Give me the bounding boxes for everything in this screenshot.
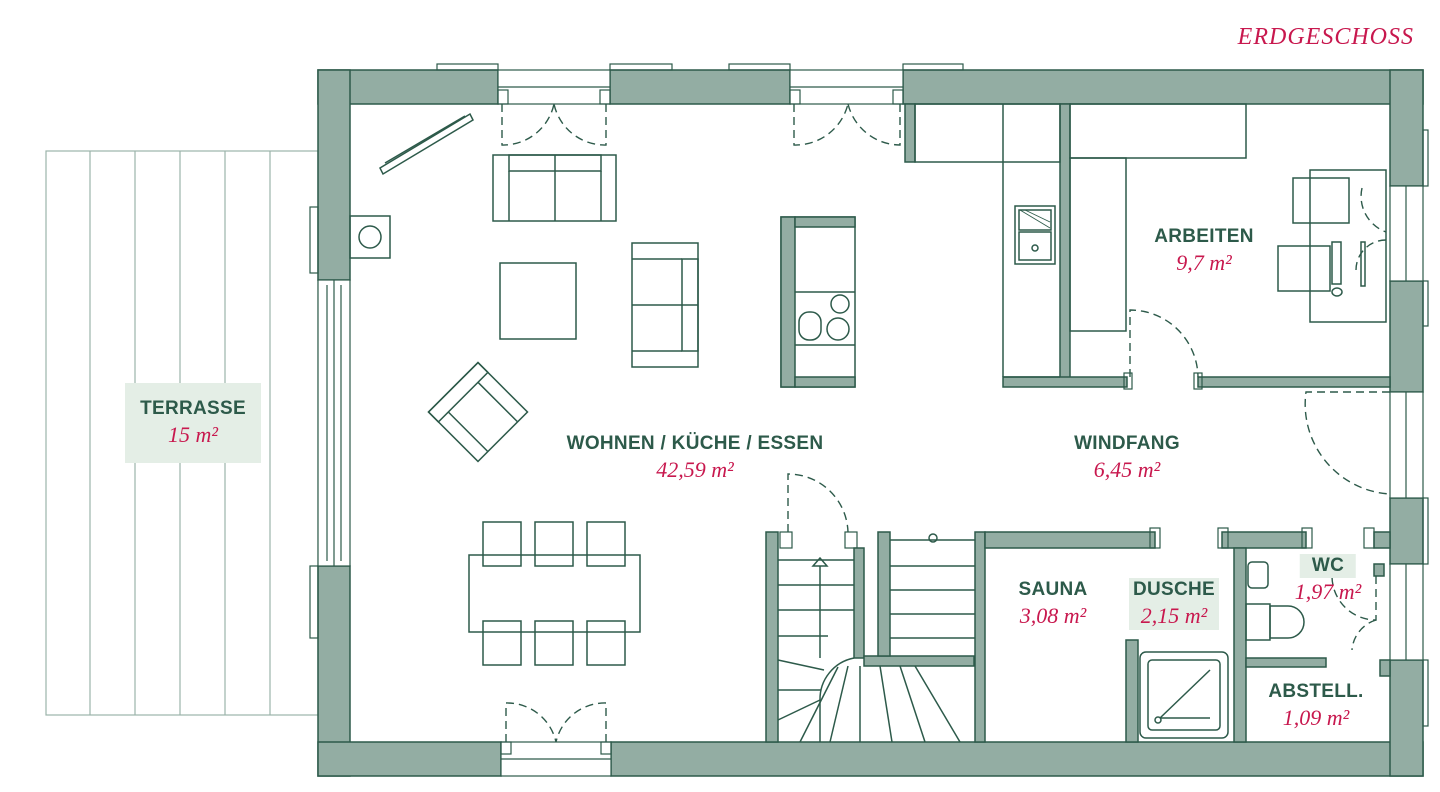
door-jambs: [497, 89, 1375, 755]
room-name: ARBEITEN: [1154, 226, 1254, 247]
room-name: SAUNA: [1018, 579, 1088, 600]
room-label-wohnen: WOHNEN / KÜCHE / ESSEN 42,59 m²: [567, 432, 824, 484]
dining-table: [468, 521, 641, 666]
room-area: 42,59 m²: [656, 457, 734, 482]
room-label-abstell: ABSTELL. 1,09 m²: [1268, 680, 1363, 732]
room-area: 3,08 m²: [1019, 603, 1087, 628]
staircase: [765, 531, 975, 743]
room-label-sauna: SAUNA 3,08 m²: [1018, 578, 1087, 630]
room-area: 9,7 m²: [1176, 250, 1232, 275]
room-area: 15 m²: [168, 422, 218, 447]
desk: [1277, 169, 1387, 323]
room-name: WC: [1299, 554, 1357, 578]
terrace-label-background: [125, 383, 261, 463]
room-label-terrasse: TERRASSE 15 m²: [140, 397, 246, 449]
room-label-windfang: WINDFANG 6,45 m²: [1074, 432, 1180, 484]
room-name: WOHNEN / KÜCHE / ESSEN: [566, 433, 824, 454]
armchair: [427, 361, 529, 463]
room-name: DUSCHE: [1132, 579, 1216, 600]
wardrobe: [1069, 103, 1247, 332]
fireplace: [349, 112, 474, 259]
doors: [501, 103, 1391, 743]
room-name: ABSTELL.: [1268, 681, 1364, 702]
window-frames: [309, 63, 1429, 777]
toilet: [1245, 561, 1305, 641]
room-area: 6,45 m²: [1093, 457, 1161, 482]
room-label-arbeiten: ARBEITEN 9,7 m²: [1154, 225, 1254, 277]
outer-walls: [317, 69, 1424, 777]
room-area: 1,09 m²: [1282, 705, 1350, 730]
coffee-table: [499, 262, 577, 340]
room-area: 1,97 m²: [1294, 579, 1362, 604]
room-area: 2,15 m²: [1140, 603, 1208, 628]
room-label-wc: WC 1,97 m²: [1295, 554, 1361, 606]
kitchen-island: [780, 216, 856, 388]
room-name: WINDFANG: [1074, 433, 1180, 454]
inner-walls: [904, 103, 1391, 743]
room-name: TERRASSE: [140, 398, 246, 419]
sofa-right: [631, 242, 699, 368]
floor-title: ERDGESCHOSS: [1237, 24, 1414, 50]
shower: [1139, 651, 1229, 739]
terrace-deck: [45, 150, 319, 716]
room-label-dusche: DUSCHE 2,15 m²: [1128, 578, 1220, 630]
sofa-top: [492, 154, 617, 222]
kitchen-counter: [914, 103, 1061, 378]
